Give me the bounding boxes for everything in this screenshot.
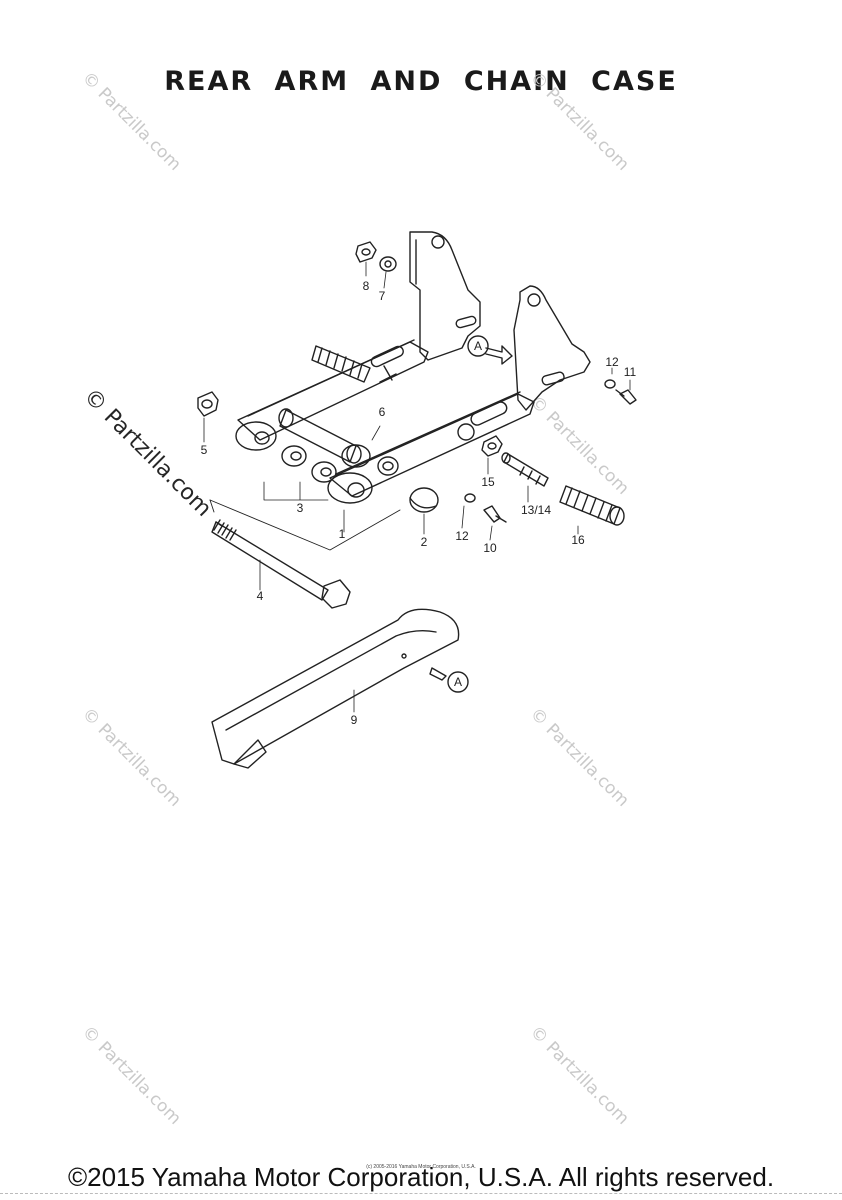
callout-9: 9	[351, 713, 358, 727]
callout-3: 3	[297, 501, 304, 515]
callout-4: 4	[257, 589, 264, 603]
bolt-10	[483, 505, 507, 523]
callout-13-14: 13/14	[521, 503, 551, 517]
nut-5	[197, 391, 219, 417]
callout-11: 11	[624, 365, 637, 379]
bushings	[281, 445, 337, 483]
bolt-11	[615, 389, 637, 405]
ref-arrow-a1	[485, 345, 513, 365]
nut-8	[355, 241, 377, 263]
callout-12a: 12	[605, 355, 619, 369]
ref-label-a1: A	[474, 339, 482, 353]
callout-1: 1	[339, 527, 346, 541]
callout-6: 6	[379, 405, 386, 419]
footrest-shaft-13-14	[501, 452, 549, 487]
cap-2	[409, 487, 439, 513]
callout-15: 15	[481, 475, 495, 489]
left-pivot-boss	[235, 421, 277, 451]
callout-12b: 12	[455, 529, 469, 543]
right-pivot-boss	[327, 472, 373, 504]
rear-arm-left-plate	[409, 231, 481, 361]
ref-circle-a1	[467, 335, 489, 357]
washer-12a	[464, 493, 476, 503]
callout-8: 8	[363, 279, 370, 293]
washer-7	[379, 256, 397, 272]
washer-12b	[604, 379, 616, 389]
diagram-title: REAR ARM AND CHAIN CASE	[164, 66, 678, 97]
rear-arm-right-plate	[513, 285, 591, 411]
callout-2: 2	[421, 535, 428, 549]
callout-5: 5	[201, 443, 208, 457]
footrest-right-16	[559, 485, 625, 526]
pivot-shaft-4	[211, 519, 351, 609]
callout-16: 16	[571, 533, 585, 547]
chain-case-9	[211, 608, 460, 769]
ref-label-a2: A	[454, 675, 462, 689]
nut-15	[481, 435, 503, 457]
footrest-left	[311, 345, 371, 383]
footer-copyright: ©2015 Yamaha Motor Corporation, U.S.A. A…	[67, 1162, 775, 1192]
fine-print-copyright: (c) 2005-2016 Yamaha Motor Corporation, …	[366, 1164, 476, 1170]
ref-circle-a2	[447, 671, 469, 693]
callout-10: 10	[483, 541, 497, 555]
ref-arrow-a2	[429, 667, 447, 681]
scan-edge	[0, 1193, 842, 1198]
callout-7: 7	[379, 289, 386, 303]
